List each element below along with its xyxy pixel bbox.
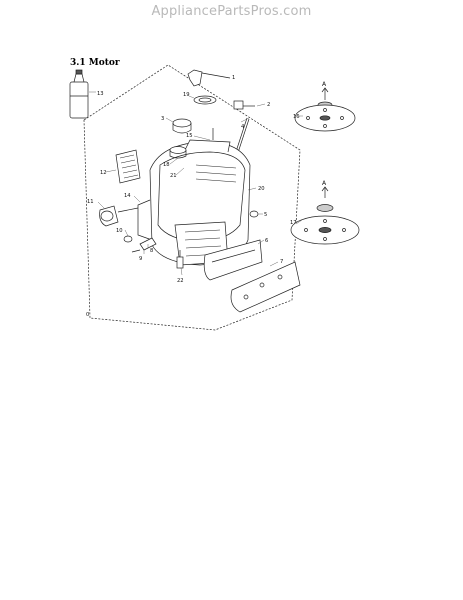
blade-adapter-top xyxy=(294,87,356,132)
oil-bottle xyxy=(69,69,89,119)
assembly-boundary xyxy=(83,64,301,331)
gasket-part xyxy=(123,235,133,243)
callout-5: 5 xyxy=(264,212,267,218)
callout-7: 7 xyxy=(280,259,283,265)
dipstick-part xyxy=(233,100,255,110)
callout-10: 10 xyxy=(116,228,123,234)
drain-plug-part xyxy=(176,250,184,269)
callout-17: 17 xyxy=(290,220,297,226)
callout-0: 0 xyxy=(86,312,89,318)
callout-21: 21 xyxy=(170,173,177,179)
oil-cap-part xyxy=(172,118,192,134)
engine-block xyxy=(137,139,251,266)
callout-8: 8 xyxy=(150,248,153,254)
arrow-label-bottom: A xyxy=(322,180,327,187)
callout-22: 22 xyxy=(177,278,184,284)
washer-part xyxy=(249,210,259,218)
callout-15: 15 xyxy=(186,133,193,139)
callout-3: 3 xyxy=(161,116,164,122)
seal-ring-part xyxy=(193,95,217,105)
filler-cap-part xyxy=(187,69,231,87)
arrow-label-top: A xyxy=(322,81,327,88)
muffler-guard-part xyxy=(230,261,301,313)
intake-elbow-part xyxy=(99,205,139,227)
callout-6: 6 xyxy=(265,238,268,244)
callout-20: 20 xyxy=(258,186,265,192)
blade-adapter-bottom xyxy=(290,186,360,245)
air-filter-part xyxy=(115,149,141,184)
callout-19: 19 xyxy=(183,92,190,98)
callout-1: 1 xyxy=(232,75,235,81)
callout-4: 4 xyxy=(241,124,245,130)
callout-2: 2 xyxy=(267,102,270,108)
callout-9: 9 xyxy=(139,256,142,262)
callout-labels: 1 19 2 13 3 4 15 18 21 12 14 11 20 5 6 7… xyxy=(86,75,327,318)
callout-11: 11 xyxy=(87,199,94,205)
callout-18: 18 xyxy=(163,162,170,168)
muffler-part xyxy=(203,239,263,281)
callout-12: 12 xyxy=(100,170,107,176)
callout-14: 14 xyxy=(124,193,131,199)
section-title: 3.1 Motor xyxy=(70,58,120,68)
watermark: AppliancePartsPros.com xyxy=(151,4,312,19)
callout-16: 16 xyxy=(293,114,300,120)
callout-13: 13 xyxy=(97,91,104,97)
